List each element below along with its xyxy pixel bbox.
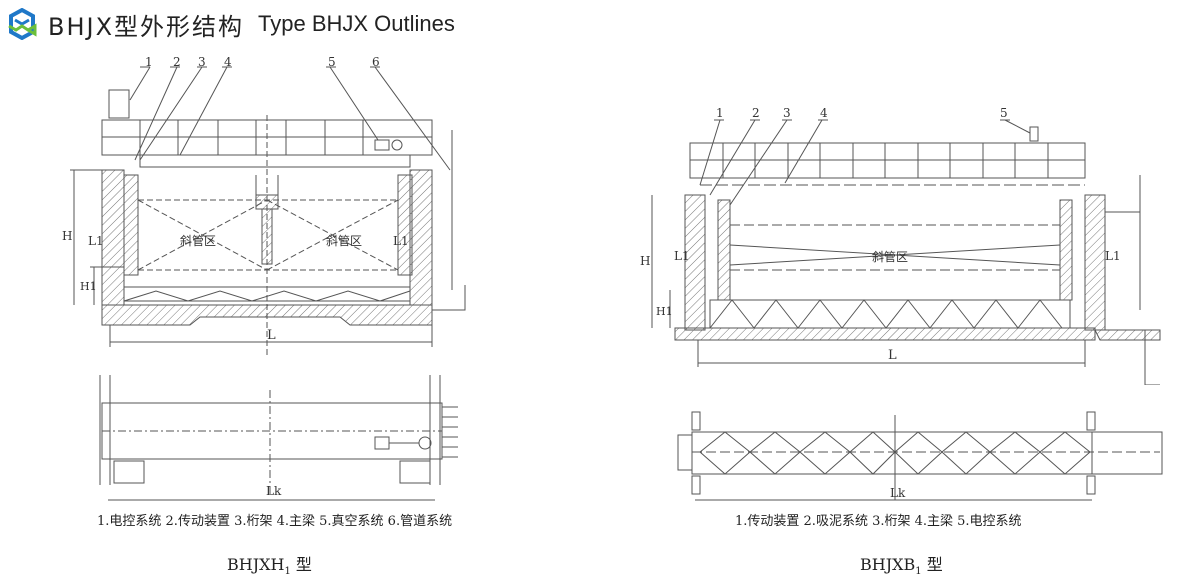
callout-1: 1 bbox=[716, 106, 724, 120]
callout-2: 2 bbox=[173, 55, 181, 69]
dim-h: H bbox=[640, 254, 650, 268]
callout-5: 5 bbox=[328, 55, 336, 69]
callout-6: 6 bbox=[372, 55, 380, 69]
right-plan-drawing: Lk bbox=[677, 411, 1163, 501]
left-elevation-drawing: 1 2 3 4 5 6 斜管区 斜管区 L1 L1 H H1 L bbox=[62, 55, 466, 355]
dim-l1-right: L1 bbox=[393, 234, 409, 248]
title-chinese: BHJX型外形结构 bbox=[48, 12, 245, 41]
zone-label-left: 斜管区 bbox=[180, 233, 216, 248]
dim-lk: Lk bbox=[890, 486, 906, 500]
dim-l1-left: L1 bbox=[674, 249, 690, 263]
left-caption: BHJXH1 型 bbox=[227, 555, 312, 578]
dim-lk: Lk bbox=[266, 484, 282, 498]
left-legend: 1.电控系统 2.传动装置 3.桁架 4.主梁 5.真空系统 6.管道系统 bbox=[97, 514, 453, 529]
zone-label: 斜管区 bbox=[872, 249, 908, 264]
dim-l: L bbox=[888, 348, 897, 363]
page-header: BHJX型外形结构 Type BHJX Outlines bbox=[6, 6, 455, 42]
dim-h1: H1 bbox=[80, 280, 97, 293]
dim-l1-right: L1 bbox=[1105, 249, 1121, 263]
callout-3: 3 bbox=[198, 55, 206, 69]
dim-h: H bbox=[62, 229, 72, 243]
dim-l: L bbox=[267, 328, 276, 343]
callout-5: 5 bbox=[1000, 106, 1008, 120]
callout-4: 4 bbox=[224, 55, 232, 69]
right-elevation-drawing: 1 2 3 4 5 斜管区 L1 L1 H H1 L bbox=[640, 106, 1161, 385]
left-plan-drawing: Lk bbox=[99, 375, 458, 501]
zone-label-right: 斜管区 bbox=[326, 233, 362, 248]
title-english: Type BHJX Outlines bbox=[258, 11, 455, 36]
callout-4: 4 bbox=[820, 106, 828, 120]
right-legend: 1.传动装置 2.吸泥系统 3.桁架 4.主梁 5.电控系统 bbox=[735, 514, 1022, 529]
dim-h1: H1 bbox=[656, 305, 673, 318]
hexagon-logo-icon bbox=[8, 8, 37, 40]
right-caption: BHJXB1 型 bbox=[860, 555, 943, 578]
callout-2: 2 bbox=[752, 106, 760, 120]
callout-3: 3 bbox=[783, 106, 791, 120]
dim-l1-left: L1 bbox=[88, 234, 104, 248]
callout-1: 1 bbox=[145, 55, 153, 69]
